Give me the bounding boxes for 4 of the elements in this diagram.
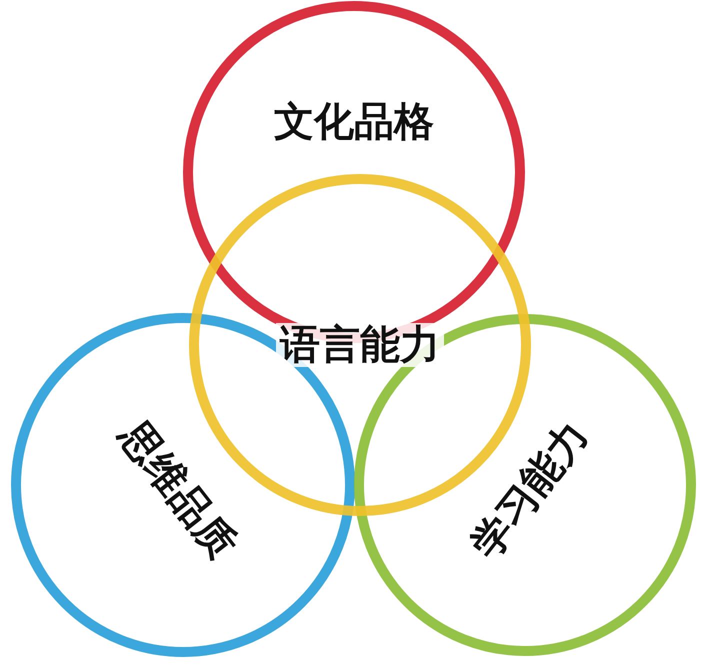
circle-label: 思维品质 xyxy=(112,414,244,566)
circle-label: 学习能力 xyxy=(464,414,596,566)
circle-label: 语言能力 xyxy=(276,323,444,367)
circle-label: 文化品格 xyxy=(274,102,434,142)
